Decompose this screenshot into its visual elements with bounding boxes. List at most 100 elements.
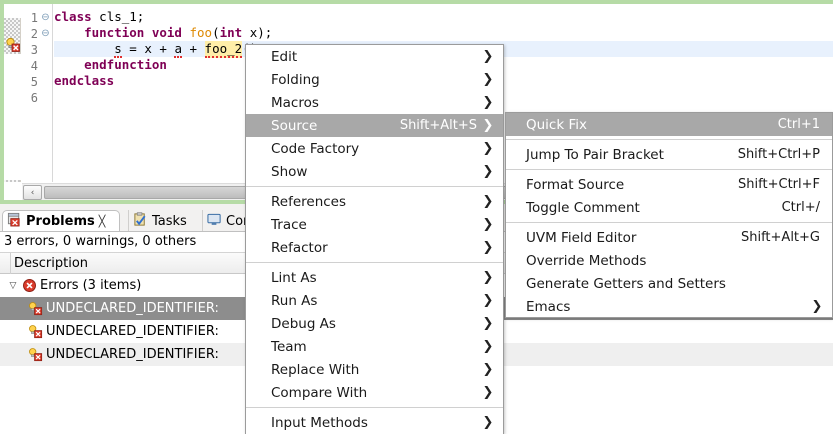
tab-tasks-label: Tasks (152, 213, 187, 229)
tree-row-errors-group[interactable]: ▽ Errors (3 items) (0, 274, 833, 297)
chevron-right-icon: ❯ (482, 141, 494, 156)
tree-row-label: Errors (3 items) (40, 278, 142, 293)
code-line-2: function void foo(int x); (54, 25, 833, 41)
submenu-item-jump-to-pair-bracket[interactable]: Jump To Pair Bracket Shift+Ctrl+P (506, 143, 832, 166)
menu-item-show[interactable]: Show ❯ (246, 160, 503, 183)
menu-item-label: Refactor (271, 239, 328, 256)
line-number: 1 (30, 11, 38, 25)
menu-item-label: Replace With (271, 361, 360, 378)
menu-item-label: References (271, 193, 347, 210)
chevron-right-icon: ❯ (811, 299, 823, 314)
menu-item-run-as[interactable]: Run As ❯ (246, 289, 503, 312)
submenu-item-format-source[interactable]: Format Source Shift+Ctrl+F (506, 173, 832, 196)
menu-item-debug-as[interactable]: Debug As ❯ (246, 312, 503, 335)
chevron-down-icon[interactable]: ▽ (9, 280, 17, 291)
menu-separator (246, 262, 503, 263)
menu-item-lint-as[interactable]: Lint As ❯ (246, 266, 503, 289)
menu-item-shortcut: Shift+Ctrl+F (738, 177, 820, 192)
submenu-item-emacs[interactable]: Emacs ❯ (506, 295, 832, 317)
identifier-s: s (114, 41, 122, 58)
submenu-item-uvm-field-editor[interactable]: UVM Field Editor Shift+Alt+G (506, 226, 832, 249)
chevron-right-icon: ❯ (482, 95, 494, 110)
chevron-right-icon: ❯ (482, 339, 494, 354)
keyword-void: void (144, 25, 190, 40)
menu-separator (506, 169, 832, 170)
ruler-top-gap (4, 4, 21, 18)
chevron-right-icon: ❯ (482, 240, 494, 255)
chevron-right-icon: ❯ (482, 293, 494, 308)
menu-separator (246, 186, 503, 187)
menu-item-label: Generate Getters and Setters (526, 275, 726, 292)
chevron-right-icon: ❯ (482, 270, 494, 285)
chevron-right-icon: ❯ (482, 49, 494, 64)
chevron-right-icon: ❯ (482, 385, 494, 400)
column-divider (10, 253, 11, 274)
menu-item-input-methods[interactable]: Input Methods ❯ (246, 411, 503, 434)
menu-item-shortcut: Ctrl+1 (777, 117, 820, 132)
menu-separator (246, 407, 503, 408)
fold-toggle-icon[interactable]: ⊖ (41, 28, 50, 39)
quickfix-error-icon (28, 347, 46, 363)
menu-item-label: Code Factory (271, 140, 360, 157)
menu-item-label: Folding (271, 71, 320, 88)
editor-context-menu[interactable]: Edit ❯ Folding ❯ Macros ❯ Source Shift+A… (245, 44, 504, 434)
menu-item-folding[interactable]: Folding ❯ (246, 68, 503, 91)
line-number: 6 (30, 91, 38, 105)
code-line-4: endfunction (54, 57, 833, 73)
identifier-a: a (174, 41, 182, 58)
keyword-int: int (219, 25, 243, 40)
menu-item-label: Emacs (526, 298, 571, 315)
chevron-right-icon: ❯ (482, 72, 494, 87)
menu-item-label: Show (271, 163, 308, 180)
chevron-right-icon: ❯ (482, 194, 494, 209)
line-number: 4 (30, 59, 38, 73)
menu-item-compare-with[interactable]: Compare With ❯ (246, 381, 503, 404)
fold-toggle-icon[interactable]: ⊖ (41, 12, 50, 23)
error-icon (22, 278, 40, 294)
menu-item-label: Trace (271, 216, 307, 233)
menu-item-label: Debug As (271, 315, 336, 332)
column-header-description[interactable]: Description (14, 256, 89, 271)
tab-tasks[interactable]: Tasks (128, 210, 202, 232)
code-line-1: class cls_1; (54, 9, 833, 25)
menu-item-replace-with[interactable]: Replace With ❯ (246, 358, 503, 381)
tab-problems[interactable]: Problems ╳ (2, 210, 120, 232)
line-number-gutter[interactable]: 1 ⊖ 2 ⊖ 3 4 5 6 (22, 4, 53, 182)
close-icon[interactable]: ╳ (98, 215, 106, 228)
menu-item-label: Macros (271, 94, 319, 111)
menu-item-refactor[interactable]: Refactor ❯ (246, 236, 503, 259)
source-submenu[interactable]: Quick Fix Ctrl+1 Jump To Pair Bracket Sh… (505, 112, 833, 318)
chevron-right-icon: ❯ (482, 316, 494, 331)
tasks-icon (133, 211, 148, 231)
error-bulb-icon[interactable] (5, 37, 21, 53)
scroll-left-arrow-icon[interactable]: ‹ (23, 185, 42, 200)
table-row[interactable]: UNDECLARED_IDENTIFIER: (0, 320, 833, 343)
menu-item-label: Team (271, 338, 307, 355)
keyword-endclass: endclass (54, 73, 115, 88)
menu-item-code-factory[interactable]: Code Factory ❯ (246, 137, 503, 160)
indent (54, 57, 84, 72)
code-text: = x + (121, 41, 175, 56)
submenu-item-toggle-comment[interactable]: Toggle Comment Ctrl+/ (506, 196, 832, 219)
code-line-5: endclass (54, 73, 833, 89)
menu-item-macros[interactable]: Macros ❯ (246, 91, 503, 114)
menu-item-label: Override Methods (526, 252, 647, 269)
menu-item-trace[interactable]: Trace ❯ (246, 213, 503, 236)
menu-item-source[interactable]: Source Shift+Alt+S ❯ (246, 114, 503, 137)
menu-item-edit[interactable]: Edit ❯ (246, 45, 503, 68)
submenu-item-quick-fix[interactable]: Quick Fix Ctrl+1 (506, 113, 832, 136)
submenu-item-generate-getters-and-setters[interactable]: Generate Getters and Setters (506, 272, 832, 295)
chevron-right-icon: ❯ (482, 217, 494, 232)
menu-item-team[interactable]: Team ❯ (246, 335, 503, 358)
table-row-label: UNDECLARED_IDENTIFIER: (46, 347, 219, 362)
submenu-item-override-methods[interactable]: Override Methods (506, 249, 832, 272)
line-number: 3 (30, 43, 38, 57)
menu-item-label: Source (271, 117, 318, 134)
menu-item-label: Jump To Pair Bracket (526, 146, 664, 163)
problems-icon (7, 212, 22, 231)
menu-item-references[interactable]: References ❯ (246, 190, 503, 213)
tab-console[interactable]: Con (202, 210, 262, 232)
chevron-right-icon: ❯ (482, 415, 494, 430)
keyword-class: class (54, 9, 92, 24)
